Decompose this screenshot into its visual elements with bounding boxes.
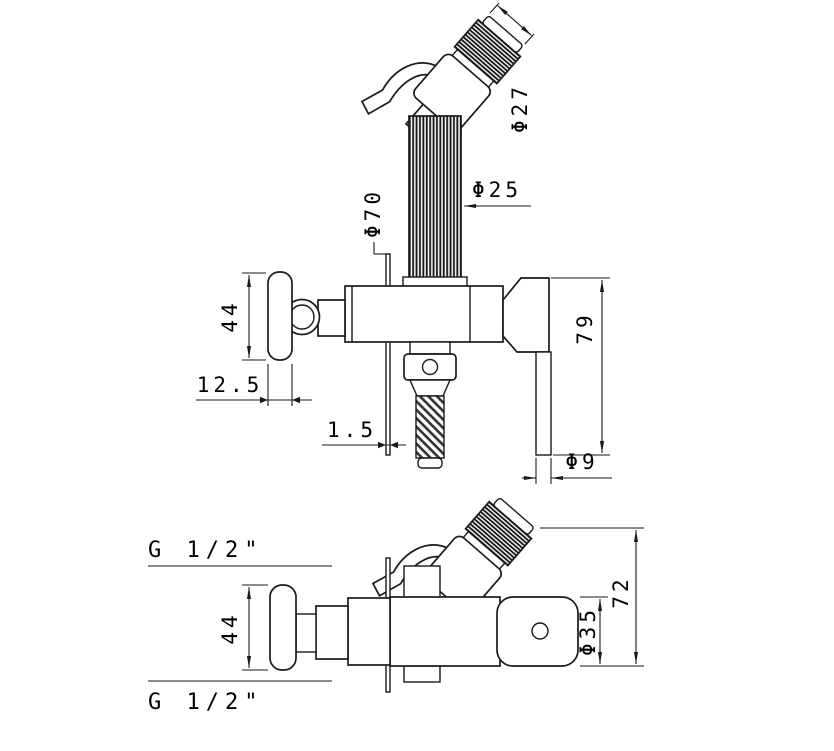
dim-top-thread: G 1/2" (148, 538, 332, 567)
extension-line (524, 33, 535, 45)
dim-hose-diameter: Φ9 (522, 450, 612, 484)
extension-line (489, 2, 500, 14)
arrowhead (390, 441, 398, 449)
plan-body-step-inner (315, 605, 349, 660)
plan-sprayer-holder (496, 596, 579, 667)
front-hose-tip (417, 457, 443, 469)
dim-handle-diameter: Φ25 (464, 178, 531, 209)
plan-outlet-stub-bottom (403, 665, 441, 683)
dim-label-outlet-drop: 79 (573, 311, 597, 344)
plan-holder-hole (531, 622, 549, 640)
dim-label-holder-diameter: Φ35 (576, 606, 600, 656)
front-holder-bracket (502, 277, 550, 353)
front-mixer-body (344, 285, 504, 343)
dim-plate-diameter: Φ70 (361, 188, 386, 255)
dim-label-lever-length-plan: 44 (218, 611, 242, 644)
front-outlet-cone (408, 379, 452, 397)
front-flexible-hose (415, 395, 445, 459)
plan-inlet-stub-top (403, 565, 441, 599)
dim-label-bottom-thread: G 1/2" (148, 690, 263, 715)
dim-label-lever-width: 12.5 (197, 373, 264, 397)
front-wall-plate (385, 253, 391, 456)
dim-label-plate-thickness: 1.5 (327, 418, 377, 442)
dim-cap-diameter: Φ27 (489, 2, 535, 133)
front-ribbed-handle (408, 115, 462, 287)
front-lever-bar (267, 271, 293, 361)
dim-label-overall-depth: 72 (609, 575, 633, 608)
dim-bottom-thread: G 1/2" (148, 680, 332, 715)
dim-label-top-thread: G 1/2" (148, 538, 263, 563)
front-view: Φ27 Φ25 Φ70 44 12.5 (196, 0, 612, 484)
arrowhead (292, 396, 300, 404)
dim-lever-width: 12.5 (196, 364, 312, 406)
dim-label-lever-length: 44 (218, 299, 242, 332)
plan-lever-stem (295, 613, 317, 653)
dim-outlet-drop: 79 (551, 277, 610, 456)
dim-lever-length-plan: 44 (218, 584, 268, 671)
front-outlet-flange (409, 341, 451, 355)
dim-label-plate-diameter: Φ70 (361, 188, 385, 238)
plan-lever-bar (269, 584, 297, 671)
dim-plate-thickness: 1.5 (322, 418, 406, 449)
front-supply-pipe (535, 351, 552, 456)
dim-overall-depth: 72 (540, 527, 644, 667)
arrowhead (378, 441, 386, 449)
front-outlet-hole (421, 358, 439, 376)
plan-mixer-body (389, 596, 501, 667)
plan-body-step-outer (347, 597, 391, 666)
dim-label-hose-diameter: Φ9 (565, 450, 598, 474)
dim-label-cap-diameter: Φ27 (508, 83, 532, 133)
front-valve-hub (317, 299, 346, 337)
dim-holder-diameter: Φ35 (576, 596, 608, 667)
dim-label-handle-diameter: Φ25 (472, 178, 522, 202)
arrowhead (260, 396, 268, 404)
dimension-line (497, 5, 532, 36)
plan-view: G 1/2" G 1/2" 44 Φ35 72 (148, 470, 644, 715)
dim-lever-length-front: 44 (218, 272, 266, 361)
